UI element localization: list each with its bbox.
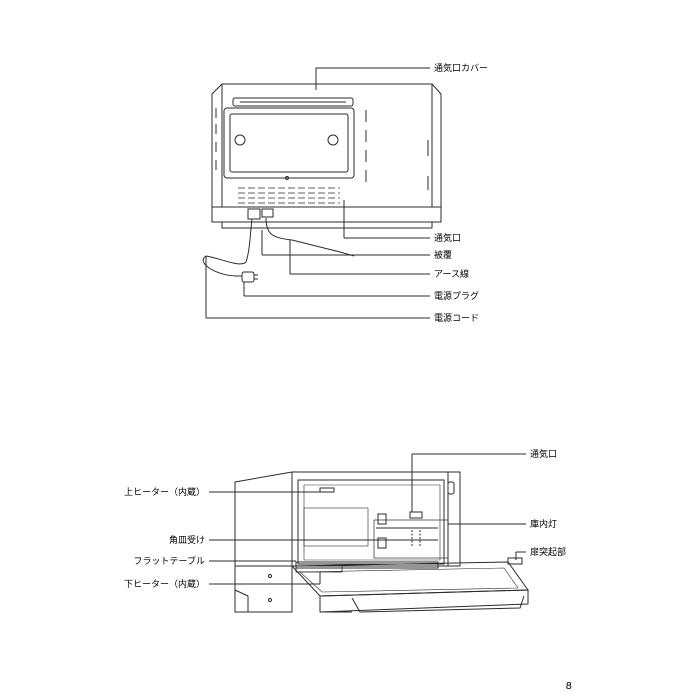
oven-front-interior-labels: 通気口 上ヒーター（内蔵） 角皿受け 庫内灯 フラットテーブル 扉突起部 下ヒー… [124, 448, 566, 590]
label-power-cord: 電源コード [434, 313, 479, 324]
label-vent-back: 通気口 [434, 232, 461, 244]
label-vent-cover: 通気口カバー [434, 62, 488, 74]
label-interior-light: 庫内灯 [530, 518, 557, 530]
oven-front-interior-figure [209, 453, 529, 613]
label-earth-wire: アース線 [434, 268, 469, 280]
label-lower-heater: 下ヒーター（内蔵） [124, 578, 205, 590]
label-upper-heater: 上ヒーター（内蔵） [124, 486, 205, 498]
page-number: 8 [565, 681, 572, 692]
label-square-plate-holder: 角皿受け [169, 534, 205, 546]
label-sheath: 被覆 [434, 249, 452, 261]
label-door-bump: 扉突起部 [530, 546, 566, 558]
label-flat-table: フラットテーブル [134, 555, 205, 567]
oven-back-view-labels: 通気口カバー 通気口 被覆 アース線 電源プラグ 電源コード [434, 62, 488, 324]
label-power-plug: 電源プラグ [434, 290, 479, 302]
label-vent-front: 通気口 [530, 448, 557, 460]
oven-back-view-figure [202, 67, 442, 319]
